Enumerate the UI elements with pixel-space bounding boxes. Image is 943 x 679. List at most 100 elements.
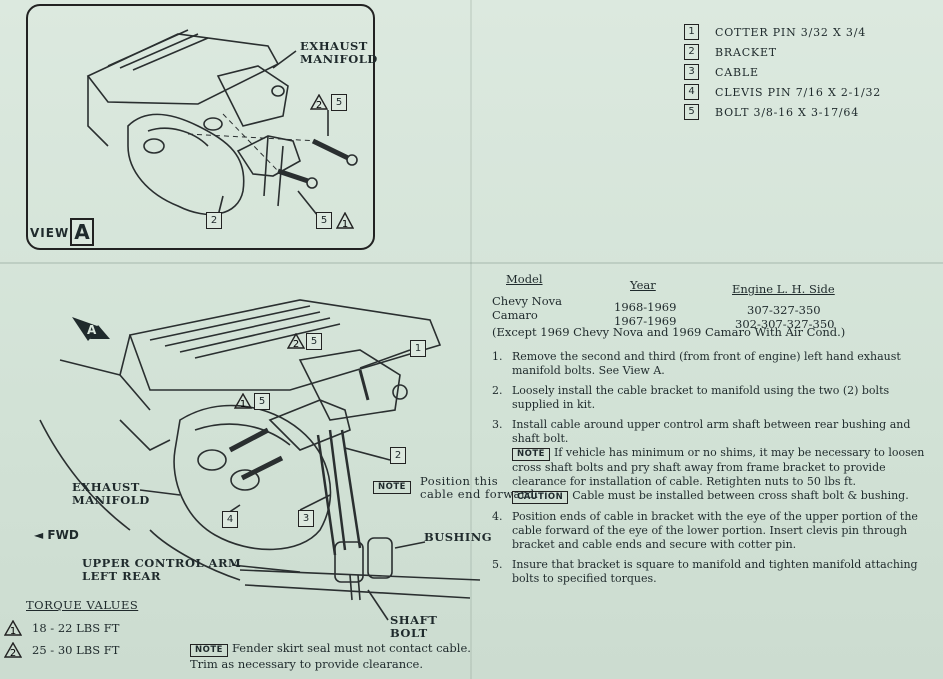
fwd-label: FWD [47, 528, 79, 542]
torque-row: 1 18 - 22 LBS FT [4, 620, 119, 636]
note-tag: NOTE [373, 481, 411, 494]
cable-position-note: NOTE [373, 474, 415, 494]
part-number-box: 3 [684, 64, 699, 80]
main-exhaust-manifold-label: EXHAUST MANIFOLD [72, 480, 150, 507]
table-cell-year: 1968-1969 [614, 300, 677, 314]
part-number-box: 2 [684, 44, 699, 60]
step-item: 2. Loosely install the cable bracket to … [492, 384, 937, 412]
step-text: Remove the second and third (from front … [512, 350, 901, 377]
upper-control-arm-label: UPPER CONTROL ARM LEFT REAR [82, 556, 242, 583]
callout-bolt-lower: 5 [254, 393, 270, 410]
table-cell-year: 1967-1969 [614, 314, 677, 328]
step-item: 3. Install cable around upper control ar… [492, 418, 937, 504]
parts-list-item: 2 BRACKET [684, 42, 881, 62]
col-header-model: Model [506, 272, 543, 286]
torque-triangle-2-icon: 2 [4, 642, 22, 658]
parts-list-item: 4 CLEVIS PIN 7/16 X 2-1/32 [684, 82, 881, 102]
torque-sym: 1 [10, 626, 16, 636]
part-description: BOLT 3/8-16 X 3-17/64 [715, 105, 860, 119]
step-number: 4. [492, 510, 503, 523]
callout-clevis-pin: 4 [222, 511, 238, 528]
view-a-drawing [86, 29, 358, 217]
callout-cable: 3 [298, 510, 314, 527]
note-tag: NOTE [512, 448, 550, 461]
fwd-arrow-icon: ◄ [34, 528, 44, 542]
step-body: Install cable around upper control arm s… [512, 418, 937, 504]
table-cell-model: Camaro [492, 308, 538, 322]
view-a-letter: A [70, 218, 94, 246]
col-header-engine: Engine L. H. Side [732, 282, 835, 296]
part-number-box: 4 [684, 84, 699, 100]
callout-bolt-upper: 5 [306, 333, 322, 350]
parts-list-item: 3 CABLE [684, 62, 881, 82]
torque-row: 2 25 - 30 LBS FT [4, 642, 119, 658]
note-line-2: Trim as necessary to provide clearance. [190, 657, 424, 671]
parts-list: 1 COTTER PIN 3/32 X 3/4 2 BRACKET 3 CABL… [684, 22, 881, 122]
callout-cotter-pin: 1 [410, 340, 426, 357]
step-number: 2. [492, 384, 503, 397]
part-description: CLEVIS PIN 7/16 X 2-1/32 [715, 85, 882, 99]
main-torque-triangle-1: 1 [234, 393, 252, 409]
table-cell-engine: 307-327-350 [747, 303, 821, 317]
callout-bracket: 2 [390, 447, 406, 464]
part-description: BRACKET [715, 45, 777, 59]
main-assembly-drawing [39, 299, 481, 621]
table-cell-engine: 302-307-327-350 [735, 317, 835, 331]
view-a-torque-triangle-top: 2 [310, 94, 328, 110]
torque-title: TORQUE VALUES [26, 598, 139, 612]
paper-fold-horizontal [0, 262, 943, 264]
paper-fold-vertical [470, 0, 472, 679]
col-header-year: Year [630, 278, 656, 292]
view-a-tri-bottom-num: 1 [342, 219, 348, 230]
installation-steps: 1. Remove the second and third (from fro… [492, 350, 937, 592]
step-number: 3. [492, 418, 503, 431]
main-torque-triangle-2: 2 [287, 333, 305, 349]
part-number-box: 5 [684, 104, 699, 120]
tri-num: 2 [293, 339, 299, 349]
view-a-exhaust-manifold-label: EXHAUST MANIFOLD [300, 40, 378, 66]
step-number: 1. [492, 350, 503, 363]
view-a-callout-bracket: 2 [206, 212, 222, 229]
bushing-label: BUSHING [424, 530, 493, 544]
step-number: 5. [492, 558, 503, 571]
cable-position-note-text: Position this cable end forward. [420, 475, 539, 501]
arrow-letter: A [87, 323, 97, 337]
table-exception-note: (Except 1969 Chevy Nova and 1969 Camaro … [492, 325, 846, 339]
note-position-text: Position this cable end forward. [420, 474, 539, 501]
step-text: Insure that bracket is square to manifol… [512, 558, 918, 585]
forward-indicator: ◄ FWD [34, 528, 79, 542]
torque-value: 18 - 22 LBS FT [32, 621, 120, 635]
step-text: Loosely install the cable bracket to man… [512, 384, 890, 411]
part-description: CABLE [715, 65, 759, 79]
part-number-box: 1 [684, 24, 699, 40]
torque-value: 25 - 30 LBS FT [32, 643, 120, 657]
parts-list-item: 1 COTTER PIN 3/32 X 3/4 [684, 22, 881, 42]
caution-text: Cable must be installed between cross sh… [572, 489, 909, 502]
step-item: 1. Remove the second and third (from fro… [492, 350, 937, 378]
view-a-callout-box-bottom: 5 [316, 212, 332, 229]
view-a-callout-box-top: 5 [331, 94, 347, 111]
step-item: 4. Position ends of cable in bracket wit… [492, 510, 937, 552]
view-a-torque-triangle-bottom: 1 [336, 212, 354, 230]
view-a-panel: EXHAUST MANIFOLD 2 5 2 5 1 [26, 4, 378, 250]
view-a-direction-arrow: A [72, 317, 110, 341]
view-a-exhaust-label-text: EXHAUST MANIFOLD [300, 39, 378, 66]
note-tag: NOTE [190, 644, 228, 657]
step-text: Position ends of cable in bracket with t… [512, 510, 918, 551]
table-cell-model: Chevy Nova [492, 294, 562, 308]
note-line-1: Fender skirt seal must not contact cable… [231, 641, 471, 655]
shaft-bolt-label: SHAFT BOLT [390, 613, 438, 640]
torque-sym: 2 [10, 648, 16, 658]
parts-list-item: 5 BOLT 3/8-16 X 3-17/64 [684, 102, 881, 122]
step-item: 5. Insure that bracket is square to mani… [492, 558, 937, 586]
step-text: Install cable around upper control arm s… [512, 418, 911, 445]
view-a-tri-top-num: 2 [316, 100, 322, 110]
view-a-label: VIEW [30, 226, 70, 240]
note-text: If vehicle has minimum or no shims, it m… [512, 446, 925, 488]
caution-tag: CAUTION [512, 491, 569, 504]
tri-num: 1 [240, 399, 246, 409]
part-description: COTTER PIN 3/32 X 3/4 [715, 25, 867, 39]
torque-triangle-1-icon: 1 [4, 620, 22, 636]
